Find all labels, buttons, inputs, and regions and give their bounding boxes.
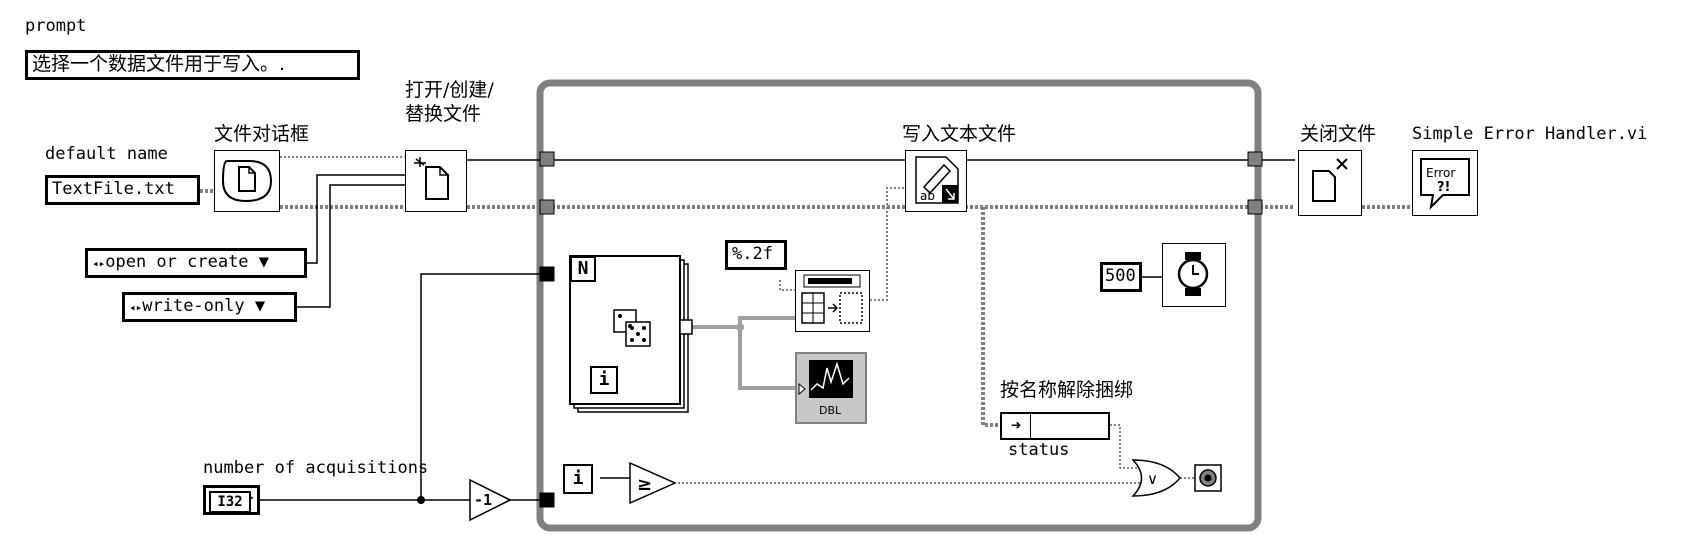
- spreadsheet-icon: [801, 274, 863, 324]
- compare-node[interactable]: [629, 461, 677, 505]
- open-file-label-line1: 打开/创建/: [405, 79, 494, 101]
- svg-text:ab: ab: [920, 189, 935, 203]
- dropdown-icon: ▼: [254, 296, 266, 316]
- array-to-spreadsheet-node[interactable]: [795, 270, 870, 332]
- access-enum[interactable]: ◂▸write-only ▼: [122, 292, 297, 322]
- wait-ms-node[interactable]: [1162, 243, 1226, 307]
- svg-text:?!: ?!: [1437, 180, 1450, 195]
- default-name-constant[interactable]: TextFile.txt: [45, 175, 200, 205]
- while-loop-frame[interactable]: [536, 79, 1262, 532]
- enum-arrows-icon: ◂▸: [92, 257, 106, 270]
- for-loop-output-tunnel: [679, 319, 693, 335]
- file-dialog-icon: [221, 160, 273, 203]
- while-loop-iteration-terminal: i: [563, 464, 593, 494]
- watch-icon: [1177, 252, 1209, 296]
- string-wires: [779, 187, 905, 301]
- unbundle-node[interactable]: ➜ status: [1000, 412, 1110, 460]
- loop-count-terminal[interactable]: N: [570, 256, 596, 282]
- terminal-arrow-icon: ▸: [247, 490, 255, 504]
- open-file-node[interactable]: [405, 150, 467, 212]
- close-file-label: 关闭文件: [1300, 123, 1377, 145]
- dice-icon: [613, 309, 651, 347]
- for-loop-iteration-terminal: i: [590, 366, 618, 394]
- num-acq-control[interactable]: I32 ▸: [203, 485, 260, 515]
- decrement-label: -1: [474, 491, 493, 509]
- random-number-node[interactable]: [610, 302, 660, 352]
- default-name-label: default name: [45, 144, 168, 164]
- num-acq-label: number of acquisitions: [203, 458, 429, 478]
- enum-wires: [297, 174, 405, 308]
- write-text-icon: ab: [915, 156, 959, 204]
- compare-symbol: ≥: [637, 474, 652, 495]
- unbundle-label: 按名称解除捆绑: [1000, 379, 1134, 401]
- error-speech-icon: Error ?!: [1420, 158, 1470, 210]
- error-wire: [200, 189, 1412, 427]
- new-file-icon: [414, 157, 449, 200]
- operation-enum[interactable]: ◂▸open or create ▼: [85, 248, 307, 278]
- enum-arrows-icon: ◂▸: [129, 301, 143, 314]
- close-file-node[interactable]: [1298, 150, 1362, 216]
- error-handler-node[interactable]: Error ?!: [1412, 150, 1478, 216]
- wait-ms-constant[interactable]: 500: [1100, 262, 1142, 292]
- or-gate[interactable]: [1131, 459, 1181, 497]
- wire-junction: [417, 496, 425, 504]
- svg-text:Error: Error: [1426, 166, 1455, 180]
- error-handler-label: Simple Error Handler.vi: [1412, 124, 1648, 144]
- loop-tunnels: [539, 151, 1263, 508]
- close-file-icon: [1312, 158, 1348, 202]
- write-text-file-node[interactable]: ab: [905, 150, 967, 212]
- arrow-right-icon: ➜: [1002, 414, 1031, 438]
- status-field: status: [1008, 440, 1070, 460]
- prompt-constant[interactable]: 选择一个数据文件用于写入。.: [25, 50, 360, 80]
- open-file-label-line2: 替换文件: [405, 103, 482, 125]
- i32-type-badge: I32: [209, 491, 251, 513]
- boolean-wires: [670, 424, 1195, 484]
- decrement-node[interactable]: [469, 478, 512, 522]
- file-dialog-label: 文件对话框: [214, 123, 310, 145]
- graph-icon: DBL: [798, 360, 853, 417]
- format-constant[interactable]: %.2f: [725, 240, 787, 270]
- write-text-file-label: 写入文本文件: [902, 123, 1017, 145]
- prompt-label: prompt: [25, 16, 87, 36]
- dropdown-icon: ▼: [258, 252, 270, 272]
- file-dialog-node[interactable]: [214, 150, 280, 212]
- svg-text:DBL: DBL: [819, 404, 842, 417]
- array-junction: [736, 323, 744, 331]
- waveform-graph-terminal[interactable]: DBL: [795, 352, 867, 424]
- or-symbol: ∨: [1147, 470, 1158, 488]
